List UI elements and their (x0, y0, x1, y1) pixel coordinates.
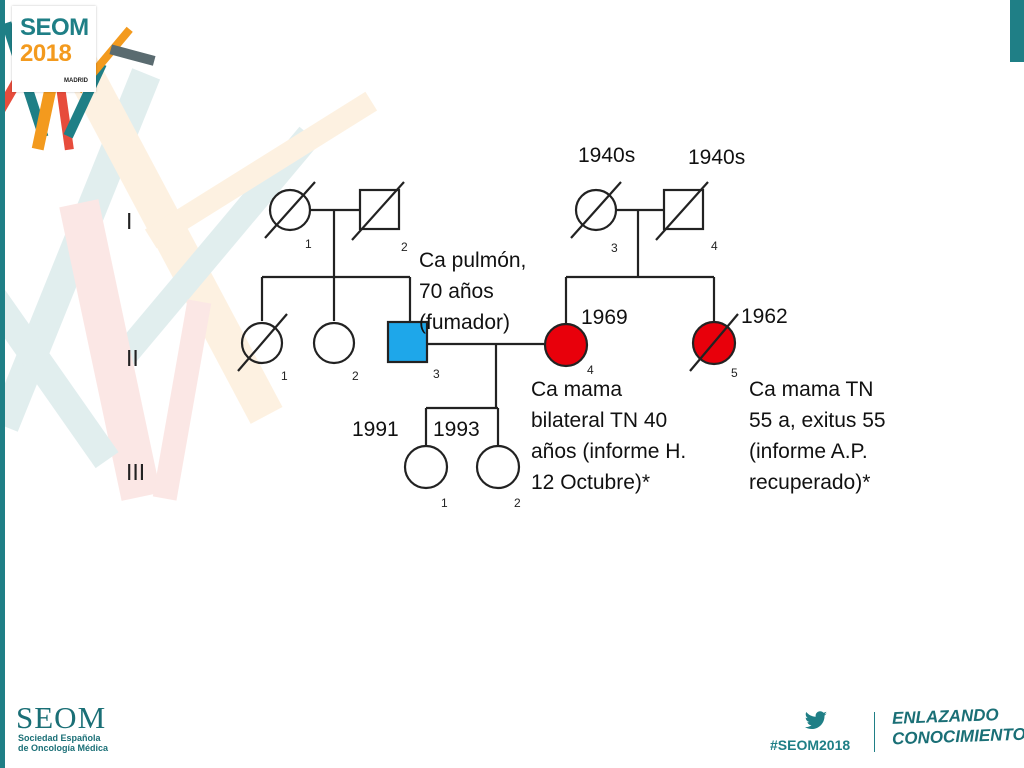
footer-seom-logo: SEOM (16, 700, 107, 735)
individual-I-3 (574, 188, 618, 232)
birth-label-II-5: 1962 (741, 305, 788, 328)
logo-year: 2018 (20, 40, 72, 67)
footer-org-line1: Sociedad Española (18, 733, 101, 743)
birth-label-I-4: 1940s (688, 146, 746, 169)
individual-III-2 (475, 444, 521, 490)
index-II-3: 3 (433, 367, 440, 381)
left-accent-bar (0, 0, 5, 768)
individual-II-3 (386, 320, 429, 364)
deceased-slash-I-1 (264, 181, 316, 239)
footer-hashtag: #SEOM2018 (770, 737, 851, 753)
index-II-2: 2 (352, 369, 359, 383)
deceased-slash-I-2 (351, 181, 405, 241)
index-I-4: 4 (711, 239, 718, 253)
individual-I-4 (662, 188, 705, 231)
individual-II-4 (543, 322, 589, 368)
birth-label-I-3: 1940s (578, 144, 636, 167)
index-I-2: 2 (401, 240, 408, 254)
generation-label-II: II (126, 345, 139, 371)
generation-label-I: I (126, 208, 133, 234)
logo-brand: SEOM (20, 14, 89, 41)
index-II-1: 1 (281, 369, 288, 383)
logo-city: MADRID (64, 78, 88, 84)
individual-I-2 (358, 188, 401, 231)
individual-I-1 (268, 188, 312, 232)
note-II-5: Ca mama TN 55 a, exitus 55 (informe A.P.… (749, 378, 886, 494)
index-II-5: 5 (731, 366, 738, 380)
index-III-2: 2 (514, 496, 521, 510)
birth-label-III-1: 1991 (352, 418, 399, 441)
deceased-slash-I-3 (570, 181, 622, 239)
deceased-slash-II-1 (237, 313, 288, 372)
individual-II-1 (240, 321, 284, 365)
note-II-4: Ca mama bilateral TN 40 años (informe H.… (531, 378, 687, 494)
index-I-3: 3 (611, 241, 618, 255)
footer-separator (874, 712, 875, 752)
deceased-slash-II-5 (689, 313, 739, 372)
individual-II-2 (312, 321, 356, 365)
index-II-4: 4 (587, 363, 594, 377)
index-I-1: 1 (305, 237, 312, 251)
individual-III-1 (403, 444, 449, 490)
birth-label-III-2: 1993 (433, 418, 480, 441)
footer-org-line2: de Oncología Médica (18, 743, 109, 753)
deceased-slash-I-4 (655, 181, 709, 241)
seom2018-logo: SEOM 2018 MADRID (12, 6, 96, 92)
right-accent-tab (1010, 0, 1024, 62)
index-III-1: 1 (441, 496, 448, 510)
birth-label-II-4: 1969 (581, 306, 628, 329)
twitter-icon (804, 711, 827, 729)
generation-label-III: III (126, 459, 146, 485)
note-II-3: Ca pulmón, 70 años (fumador) (419, 249, 527, 334)
